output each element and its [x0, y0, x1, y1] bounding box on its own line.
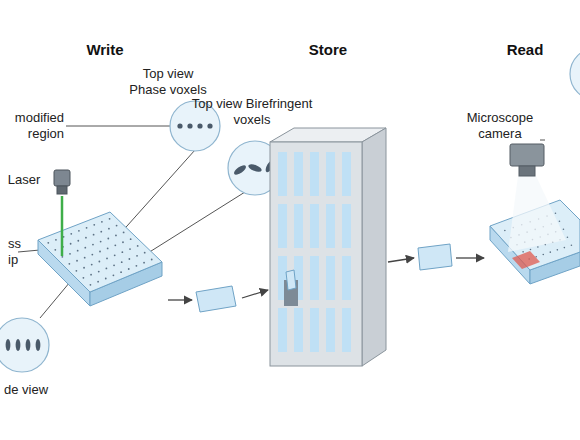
- callout-label: Top view Phase voxels: [123, 66, 213, 98]
- stage-heading: Store: [293, 42, 363, 58]
- data-store-building: [270, 128, 386, 366]
- part-label: ss ip: [8, 236, 26, 268]
- reader: [490, 48, 580, 284]
- stage-heading: Read: [490, 42, 560, 58]
- part-label: Laser: [2, 172, 46, 188]
- glass-chip: [38, 212, 162, 306]
- stage-heading: Write: [70, 42, 140, 58]
- callout-label: Top view Birefringent voxels: [189, 96, 315, 128]
- side-view-callout: [0, 318, 49, 372]
- part-label: Microscope camera: [458, 110, 542, 142]
- region-label: modified region: [2, 110, 64, 142]
- callout-label: de view: [4, 382, 64, 398]
- laser: [54, 170, 70, 256]
- leader-lines: [18, 126, 545, 318]
